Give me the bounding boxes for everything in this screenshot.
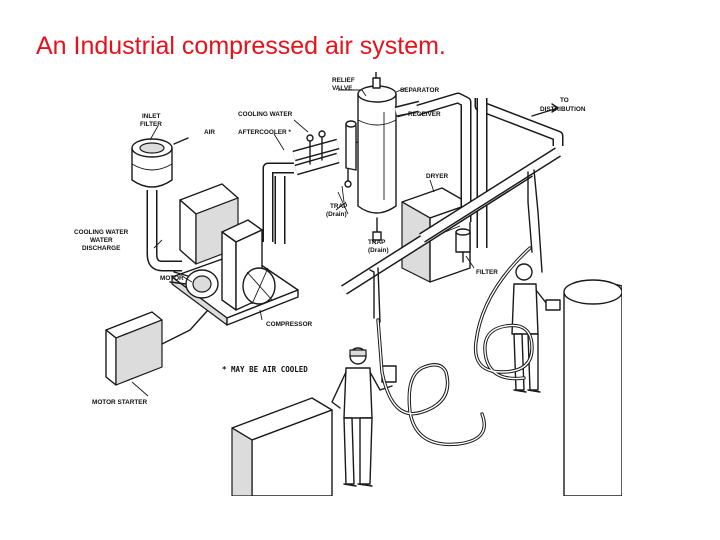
worker-front: [331, 347, 397, 487]
inlet-filter: [131, 138, 173, 188]
motor: [169, 269, 219, 299]
label-to-distribution-1: TO: [560, 97, 569, 104]
label-motor-starter: MOTOR STARTER: [92, 399, 148, 406]
label-filter: FILTER: [476, 269, 498, 276]
aftercooler: [292, 130, 340, 176]
label-trap-upper-2: (Drain): [326, 211, 347, 218]
workbench: [231, 397, 333, 496]
label-inlet-filter-2: FILTER: [140, 121, 162, 128]
motor-starter-box: [105, 311, 163, 386]
label-relief-valve-1: RELIEF: [332, 77, 355, 84]
label-relief-valve-2: VALVE: [332, 85, 353, 92]
label-cooling-water: COOLING WATER: [238, 111, 293, 118]
line-filter: [455, 228, 471, 263]
label-aftercooler: AFTERCOOLER *: [238, 129, 291, 136]
label-trap-lower-2: (Drain): [368, 247, 389, 254]
compressed-air-system-diagram: RELIEF VALVE SEPARATOR COOLING WATER REC…: [62, 72, 622, 496]
note-air-cooled: * MAY BE AIR COOLED: [222, 365, 308, 374]
distribution-arrow: [531, 103, 559, 117]
label-air: AIR: [204, 129, 215, 136]
label-trap-lower-1: TRAP: [368, 239, 386, 246]
receiver-tank: [337, 72, 397, 215]
label-cooling-water-discharge-2: WATER: [90, 237, 113, 244]
worker-right: [511, 263, 561, 393]
label-motor: MOTOR: [160, 275, 184, 282]
page-title: An Industrial compressed air system.: [36, 32, 446, 60]
receiver-trap: [372, 217, 382, 241]
compressor-unit: [179, 183, 276, 311]
label-dryer: DRYER: [426, 173, 449, 180]
separator: [345, 120, 357, 171]
label-to-distribution-2: DISTRIBUTION: [540, 106, 586, 113]
label-compressor: COMPRESSOR: [266, 321, 313, 328]
label-cooling-water-discharge-3: DISCHARGE: [82, 245, 121, 252]
inlet-air-arrow: [173, 137, 189, 145]
label-separator: SEPARATOR: [400, 87, 439, 94]
label-receiver: RECEIVER: [408, 111, 441, 118]
label-cooling-water-discharge-1: COOLING WATER: [74, 229, 129, 236]
label-trap-upper-1: TRAP: [330, 203, 348, 210]
label-inlet-filter-1: INLET: [142, 113, 161, 120]
diagram-canvas: RELIEF VALVE SEPARATOR COOLING WATER REC…: [74, 72, 622, 496]
storage-tank: [563, 279, 622, 496]
cooling-water-discharge-pipe: [146, 190, 182, 272]
